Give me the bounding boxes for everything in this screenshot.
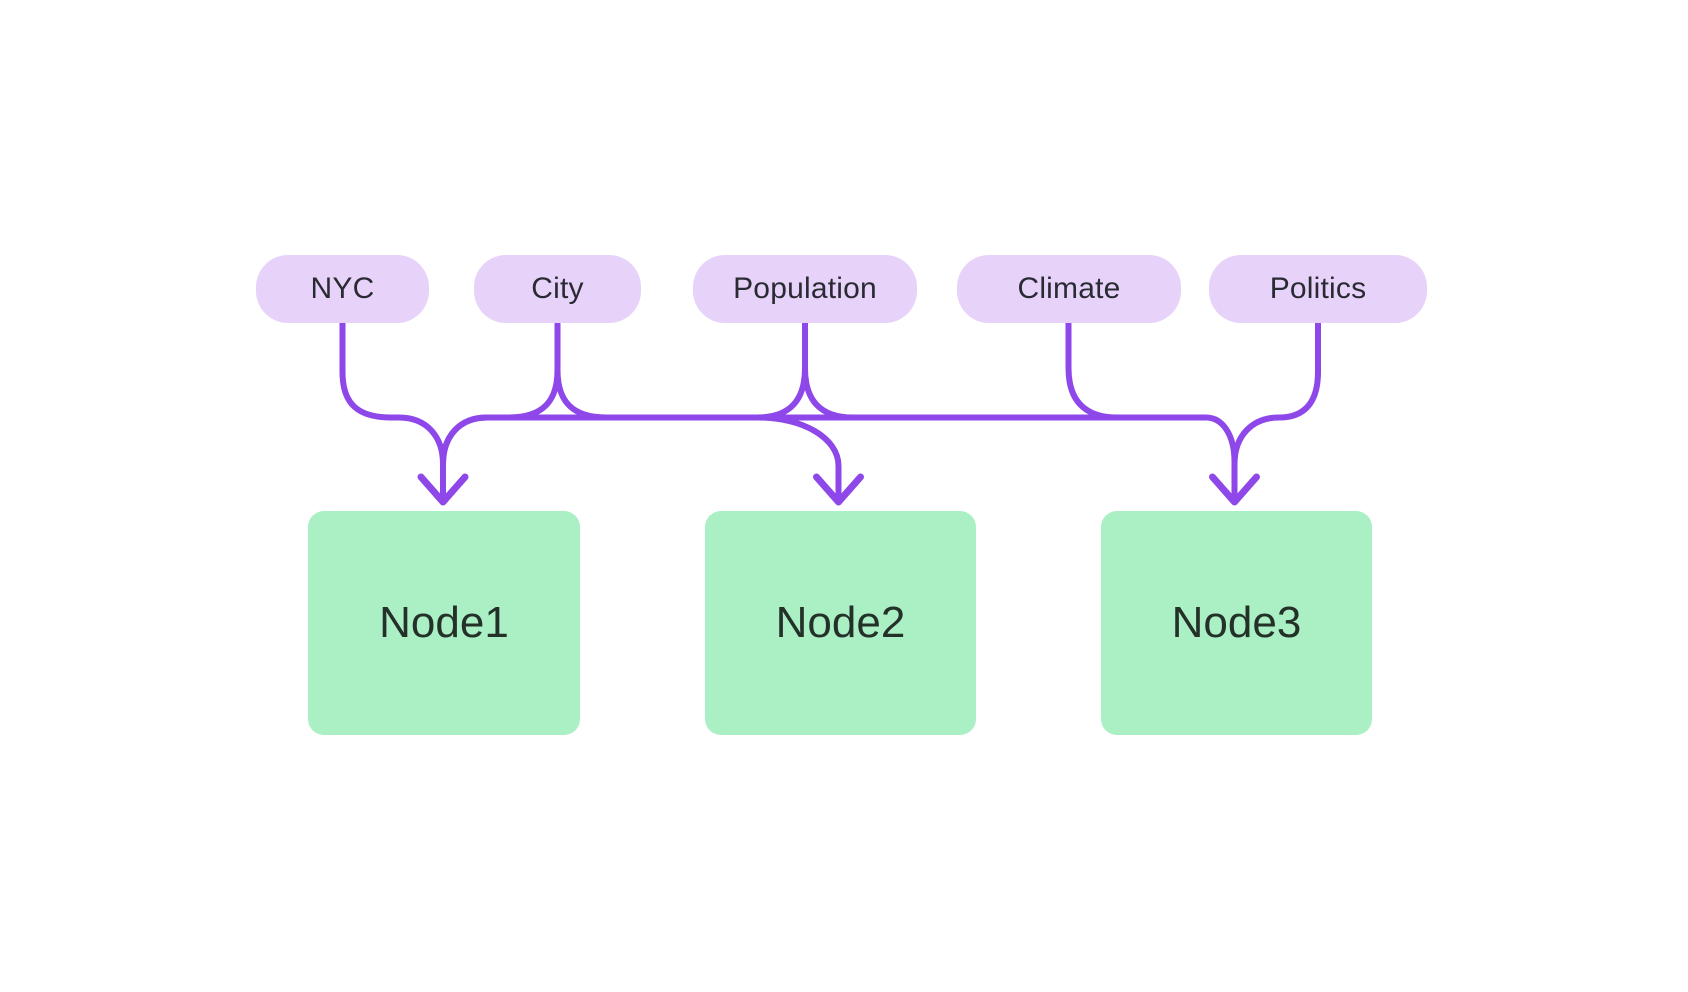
edge-bus [440,414,1238,501]
edge-city-bus [554,319,648,421]
node-text-node3: Node3 [1171,598,1302,647]
label-text-nyc: NYC [310,272,375,305]
edge-population-right [802,318,908,421]
edge-population-left [697,318,808,421]
label-pill-city: City [474,255,641,323]
arrowhead-node3 [1209,473,1260,506]
label-text-politics: Politics [1269,272,1367,305]
edge-bus-node2 [725,414,842,501]
node-text-node1: Node1 [379,598,509,647]
edge-nyc-node1 [339,319,446,501]
label-pill-climate: Climate [957,255,1181,323]
label-pill-population: Population [693,255,917,323]
edge-city-node1 [440,319,561,501]
label-text-population: Population [733,272,877,305]
edge-climate-bus [1065,317,1161,421]
node-text-node2: Node2 [775,598,906,647]
arrowhead-node2 [813,473,864,506]
node-box-node1: Node1 [308,511,580,735]
node-box-node3: Node3 [1101,511,1372,735]
edge-politics-node3 [1231,319,1321,501]
node-box-node2: Node2 [705,511,976,735]
label-pill-politics: Politics [1209,255,1427,323]
label-text-city: City [531,272,584,305]
label-text-climate: Climate [1017,272,1121,305]
arrowhead-node1 [417,473,469,506]
label-pill-nyc: NYC [256,255,429,323]
